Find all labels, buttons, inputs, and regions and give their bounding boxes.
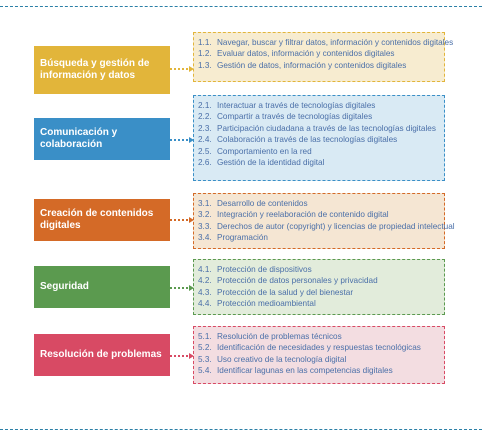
list-item: 1.3.Gestión de datos, información y cont… <box>198 60 407 70</box>
list-item: 1.2.Evaluar datos, información y conteni… <box>198 49 395 59</box>
connector-3 <box>170 219 192 221</box>
list-item: 3.1.Desarrollo de contenidos <box>198 199 308 208</box>
competence-list-1: 1.1.Navegar, buscar y filtrar datos, inf… <box>193 32 454 82</box>
area-busqueda: Búsqueda y gestión de información y dato… <box>34 46 170 94</box>
list-item: 3.4.Programación <box>198 233 268 243</box>
competence-list-4: 4.1.Protección de dispositivos 4.2.Prote… <box>193 259 445 315</box>
competence-list-2: 2.1.Interactuar a través de tecnologías … <box>193 95 445 181</box>
area-seguridad: Seguridad <box>34 266 170 308</box>
connector-2 <box>170 139 192 141</box>
connector-1 <box>170 68 192 70</box>
list-item: 2.2.Compartir a través de tecnologías di… <box>198 112 373 122</box>
list-item: 4.1.Protección de dispositivos <box>198 265 312 274</box>
list-item: 2.3.Participación ciudadana a través de … <box>198 123 436 133</box>
connector-5 <box>170 355 192 357</box>
area-resolucion: Resolución de problemas <box>34 334 170 376</box>
list-item: 3.3.Derechos de autor (copyright) y lice… <box>198 221 455 231</box>
list-item: 3.2.Integración y reelaboración de conte… <box>198 210 389 220</box>
arrow-3 <box>189 217 194 223</box>
area-title: Búsqueda y gestión de información y dato… <box>40 58 150 81</box>
arrow-4 <box>189 285 194 291</box>
list-item: 4.2.Protección de datos personales y pri… <box>198 276 378 286</box>
bottom-dashed-border <box>0 429 482 430</box>
list-item: 2.5.Comportamiento en la red <box>198 146 312 156</box>
list-item: 2.6.Gestión de la identidad digital <box>198 158 325 168</box>
area-comunicacion: Comunicación y colaboración <box>34 118 170 160</box>
list-item: 4.4.Protección medioambiental <box>198 299 316 309</box>
arrow-2 <box>189 137 194 143</box>
connector-4 <box>170 287 192 289</box>
area-title: Comunicación y colaboración <box>40 127 118 150</box>
competence-list-5: 5.1.Resolución de problemas técnicos 5.2… <box>193 326 445 384</box>
arrow-5 <box>189 353 194 359</box>
list-item: 2.1.Interactuar a través de tecnologías … <box>198 101 376 110</box>
area-creacion: Creación de contenidos digitales <box>34 199 170 241</box>
list-item: 5.1.Resolución de problemas técnicos <box>198 332 342 341</box>
list-item: 1.1.Navegar, buscar y filtrar datos, inf… <box>198 38 454 47</box>
competence-list-3: 3.1.Desarrollo de contenidos 3.2.Integra… <box>193 193 455 249</box>
area-title: Creación de contenidos digitales <box>40 208 154 231</box>
list-item: 5.2.Identificación de necesidades y resp… <box>198 343 421 353</box>
list-item: 2.4.Colaboración a través de las tecnolo… <box>198 135 398 145</box>
top-dashed-border <box>0 6 482 7</box>
area-title: Seguridad <box>40 281 89 292</box>
list-item: 4.3.Protección de la salud y del bienest… <box>198 287 354 297</box>
list-item: 5.3.Uso creativo de la tecnología digita… <box>198 354 347 364</box>
list-item: 5.4.Identificar lagunas en las competenc… <box>198 366 393 376</box>
area-title: Resolución de problemas <box>40 349 162 360</box>
arrow-1 <box>189 66 194 72</box>
